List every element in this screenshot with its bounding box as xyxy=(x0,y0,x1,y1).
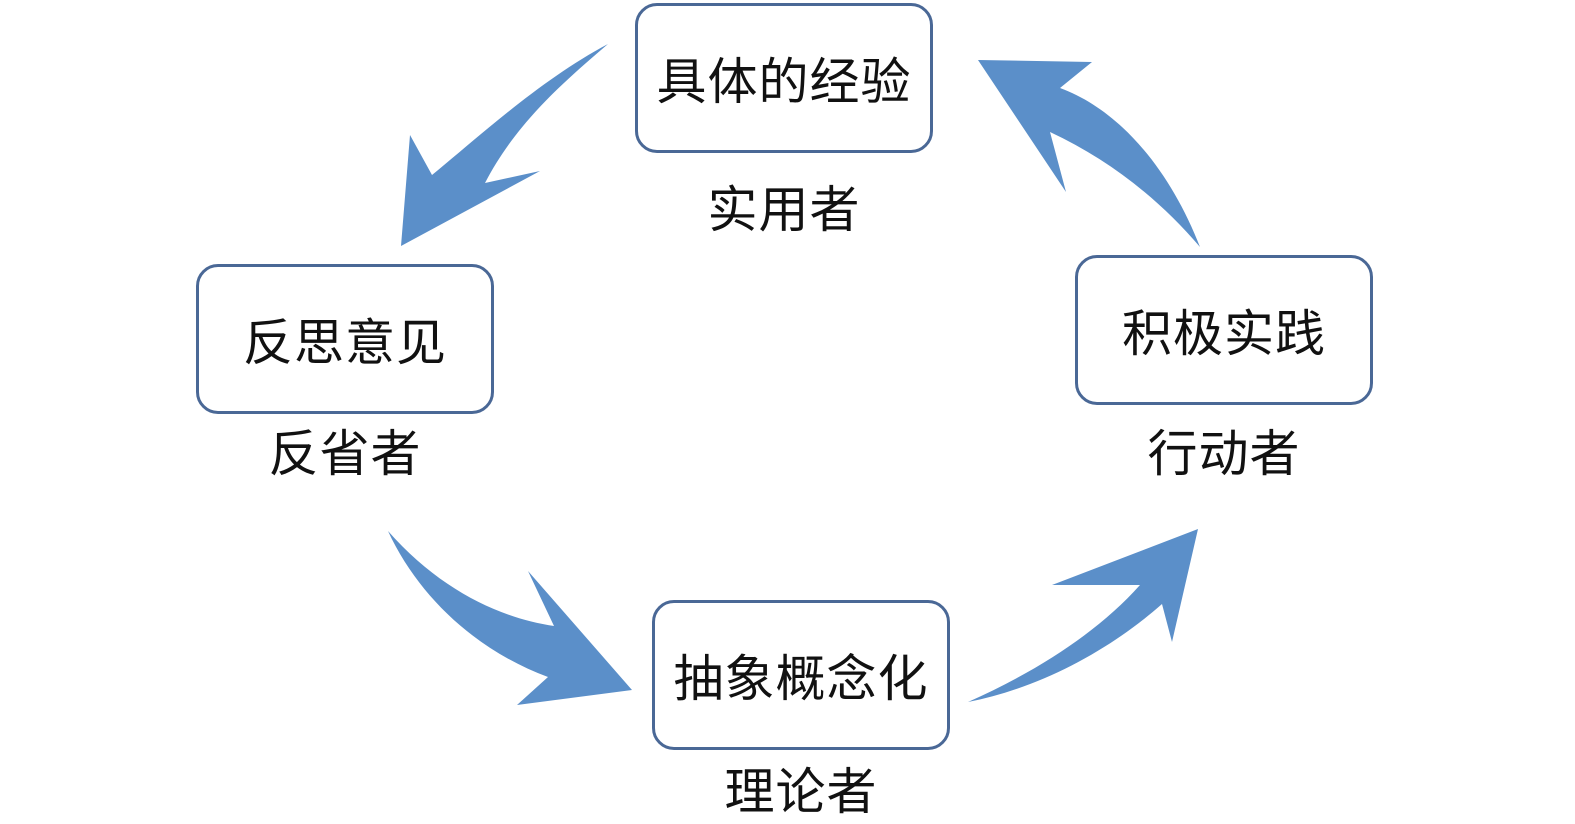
arrow-bottom-right xyxy=(968,529,1198,702)
stage-box-active-experimentation: 积极实践 xyxy=(1075,255,1373,405)
stage-box-concrete-experience: 具体的经验 xyxy=(635,3,933,153)
role-label-abstract-conceptualization: 理论者 xyxy=(724,763,878,821)
stage-label-active-experimentation: 积极实践 xyxy=(1122,305,1326,363)
role-label-concrete-experience: 实用者 xyxy=(707,181,861,239)
stage-label-abstract-conceptualization: 抽象概念化 xyxy=(673,650,929,708)
stage-label-reflective-observation: 反思意见 xyxy=(243,314,447,372)
arrow-top-left xyxy=(401,44,608,246)
role-label-reflective-observation: 反省者 xyxy=(268,425,422,483)
stage-box-abstract-conceptualization: 抽象概念化 xyxy=(652,600,950,750)
arrow-bottom-left xyxy=(388,531,632,705)
arrow-top-right xyxy=(978,60,1200,247)
role-label-active-experimentation: 行动者 xyxy=(1147,425,1301,483)
stage-label-concrete-experience: 具体的经验 xyxy=(656,53,912,111)
stage-box-reflective-observation: 反思意见 xyxy=(196,264,494,414)
